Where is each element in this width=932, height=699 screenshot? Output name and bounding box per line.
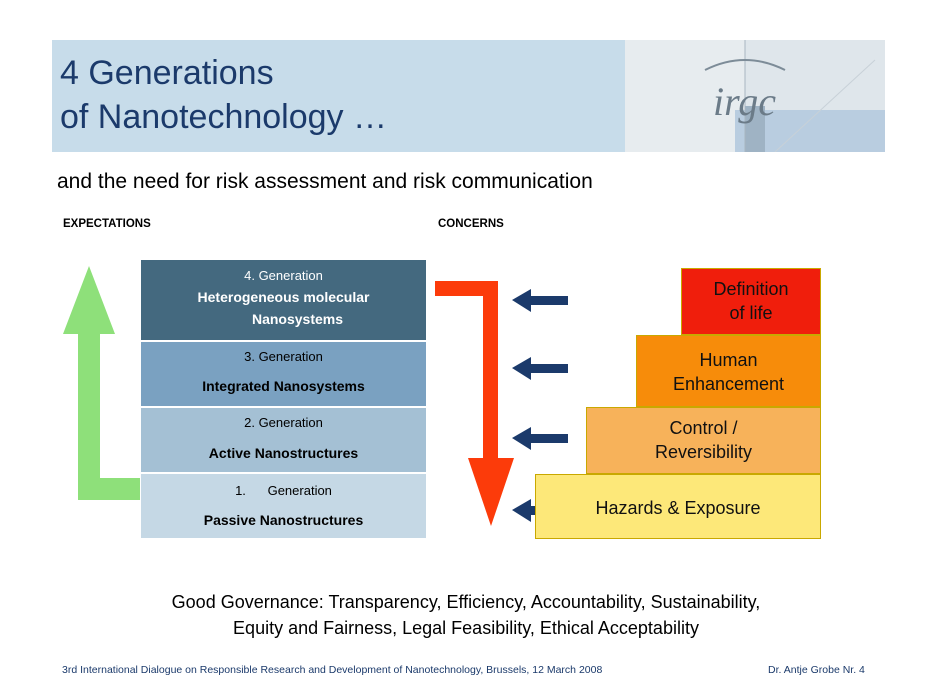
generation-3-name: Integrated Nanosystems — [202, 378, 365, 394]
generation-2-box: 2. Generation Active Nanostructures — [140, 407, 427, 473]
title-line-1: 4 Generations — [60, 54, 274, 92]
author-page-number: Dr. Antje Grobe Nr. 4 — [768, 664, 865, 676]
generation-1-name: Passive Nanostructures — [203, 512, 364, 528]
concern-definition-of-life: Definition of life — [681, 268, 821, 335]
generation-1-box: 1. Generation Passive Nanostructures — [140, 473, 427, 539]
concern-human-line1: Human — [699, 350, 758, 370]
conference-note: 3rd International Dialogue on Responsibl… — [62, 664, 603, 676]
concerns-header: CONCERNS — [438, 218, 504, 230]
generation-4-number: 4. Generation — [244, 268, 323, 283]
concern-hazards-exposure: Hazards & Exposure — [535, 474, 821, 539]
expectations-up-arrow — [63, 266, 140, 500]
left-arrow-1 — [512, 289, 568, 312]
concern-human-line2: Enhancement — [672, 374, 785, 394]
concern-hazards-line1: Hazards & Exposure — [595, 498, 761, 518]
governance-line-1: Good Governance: Transparency, Efficienc… — [171, 592, 761, 612]
generation-3-box: 3. Generation Integrated Nanosystems — [140, 341, 427, 407]
generation-4-name-line1: Heterogeneous molecular — [197, 289, 370, 305]
generation-1-number: 1. Generation — [235, 483, 332, 498]
expectations-header: EXPECTATIONS — [63, 218, 151, 230]
generation-2-number: 2. Generation — [244, 415, 323, 430]
subtitle: and the need for risk assessment and ris… — [57, 170, 593, 193]
governance-line-2: Equity and Fairness, Legal Feasibility, … — [233, 618, 699, 638]
title-box — [52, 40, 630, 152]
generation-3-number: 3. Generation — [244, 349, 323, 364]
concerns-down-arrow — [435, 281, 514, 526]
logo-graphic: irgc — [625, 40, 885, 152]
logo-text: irgc — [713, 79, 776, 124]
generation-4-name-line2: Nanosystems — [251, 311, 344, 327]
left-arrow-2 — [512, 357, 568, 380]
generation-4-box: 4. Generation Heterogeneous molecular Na… — [140, 259, 427, 341]
concern-control-line2: Reversibility — [654, 442, 753, 462]
title-line-2: of Nanotechnology … — [60, 98, 387, 136]
left-arrow-3 — [512, 427, 568, 450]
concern-definition-line1: Definition — [713, 279, 789, 299]
concern-human-enhancement: Human Enhancement — [636, 335, 821, 407]
concern-control-line1: Control / — [669, 418, 738, 438]
concern-definition-line2: of life — [729, 303, 773, 323]
concern-control-reversibility: Control / Reversibility — [586, 407, 821, 474]
irgc-logo: irgc — [625, 40, 885, 152]
generation-2-name: Active Nanostructures — [208, 445, 359, 461]
